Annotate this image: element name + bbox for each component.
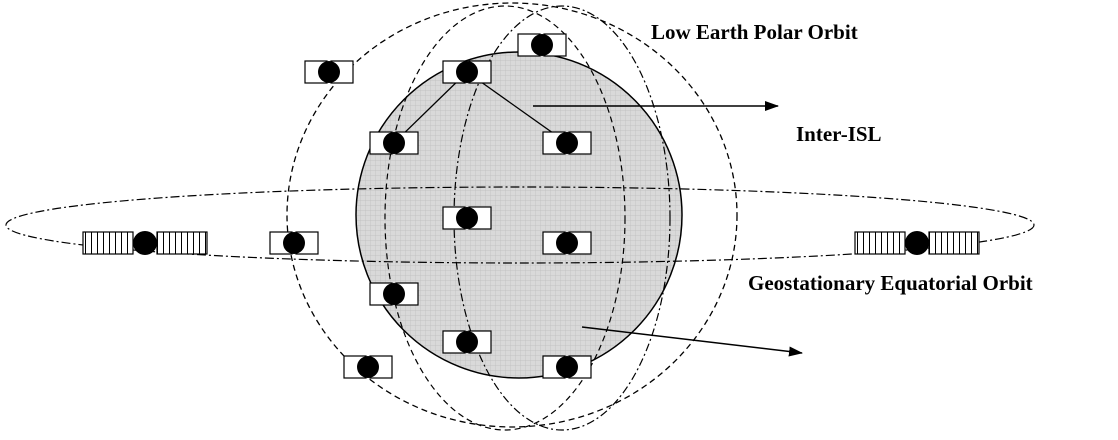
leo-satellite [442,206,492,230]
leo-arrow [581,326,803,357]
isl-link-1 [393,71,468,144]
leo-satellite [542,355,592,379]
polar-orbit-meridian-1 [384,5,626,431]
leo-satellite [517,33,567,57]
polar-orbit-label: Low Earth Polar Orbit [651,20,858,44]
geostationary-orbit [5,186,1035,264]
isl-link-2 [466,71,568,144]
leo-satellite [442,60,492,84]
polar-orbit-outer [286,2,738,428]
inter-isl-label: Inter-ISL [796,122,882,146]
leo-satellite [542,131,592,155]
geo-satellite [854,231,980,255]
leo-satellite [442,330,492,354]
leo-satellite [369,131,419,155]
leo-satellite [542,231,592,255]
leo-satellite [269,231,319,255]
leo-satellite [304,60,354,84]
leo-satellite [369,282,419,306]
geo-satellite [82,231,208,255]
geostationary-orbit-label: Geostationary Equatorial Orbit [748,271,1033,295]
leo-satellite [343,355,393,379]
